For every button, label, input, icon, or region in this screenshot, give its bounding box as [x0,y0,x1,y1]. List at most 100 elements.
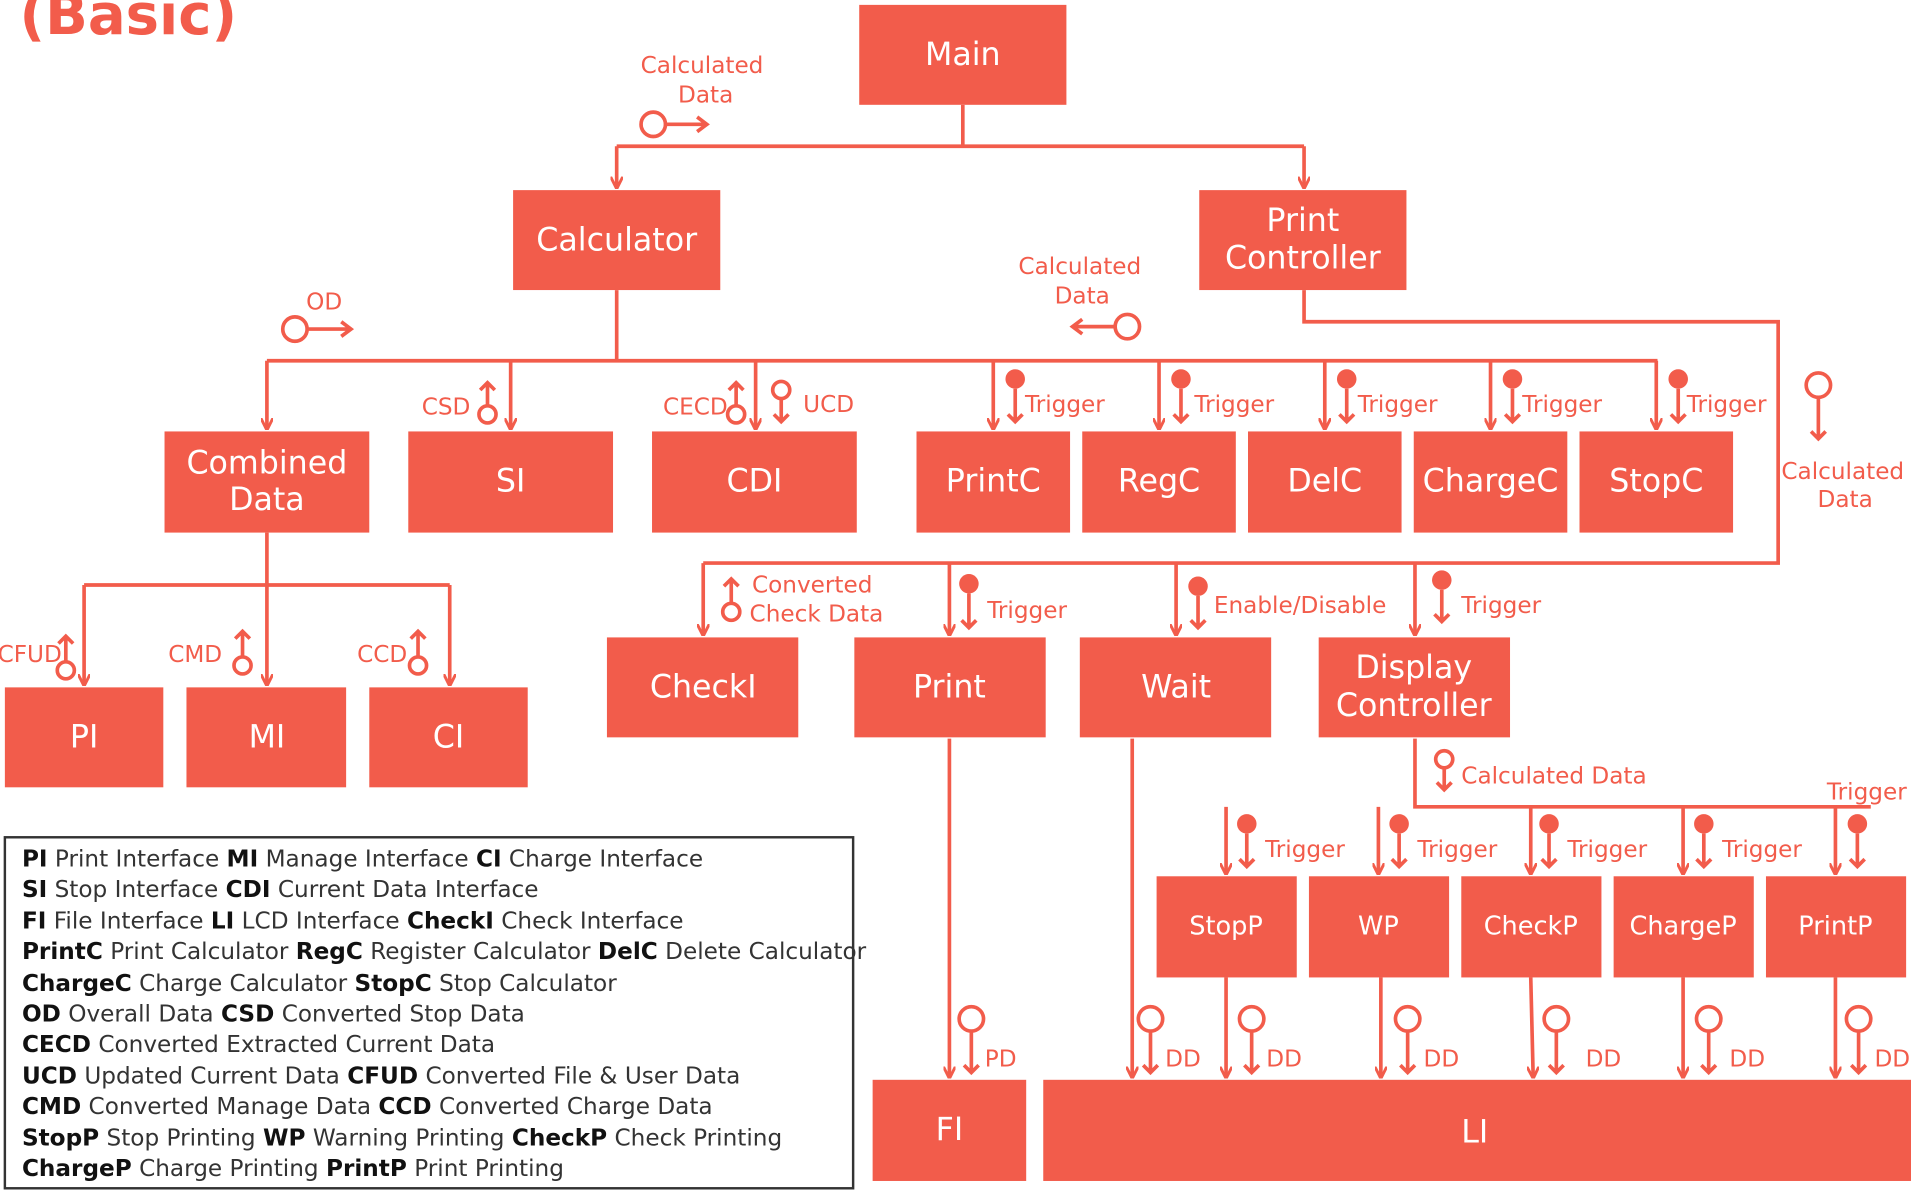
data-couple-icon [407,655,429,676]
control-flag-icon [1502,369,1523,389]
print-controller-bus [703,290,1780,565]
down-arrow-icon [1435,767,1453,793]
control-flag-icon [1668,369,1688,389]
legend-abbreviation: CFUD [347,1062,419,1090]
down-arrow-icon [1849,1031,1868,1076]
label-trigger-chargec: Trigger [1521,392,1602,418]
label-trigger-delc: Trigger [1357,392,1438,418]
control-flag-icon [1389,814,1409,834]
label-calculated-data-right-2: Data [1818,487,1873,513]
legend-definition: LCD Interface [234,907,407,935]
label-pd: PD [985,1046,1017,1072]
module-chargep: ChargeP [1613,876,1754,978]
control-flag-icon [1188,576,1208,596]
legend-abbreviation: OD [21,1000,61,1028]
main-connector [616,104,1305,149]
data-couple-icon [1393,1004,1422,1033]
down-arrow-icon [1540,833,1558,870]
legend-definition: Print Calculator [102,938,296,966]
legend-definition: Converted Stop Data [274,1000,525,1028]
legend-definition: Updated Current Data [76,1062,348,1090]
couple-symbols [55,110,1873,1076]
down-arrow-icon [1547,1031,1565,1076]
down-arrow-icon [1141,1031,1160,1076]
data-couple-icon [770,379,792,401]
down-arrow-icon [772,398,790,425]
label-dd-5: DD [1729,1046,1765,1072]
legend-definition: Check Printing [607,1124,783,1152]
legend-definition: Charge Printing [131,1155,326,1183]
label-trigger-display: Trigger [1460,593,1541,619]
label-cecd: CECD [663,394,728,420]
legend-line: ChargeC Charge Calculator StopC Stop Cal… [22,968,852,999]
legend-abbreviation: PI [21,845,48,873]
legend-abbreviation: CSD [220,1000,275,1028]
legend-abbreviation: RegC [295,938,363,966]
data-couple-icon [1844,1004,1873,1033]
label-converted-check-data-1: Converted [752,572,872,598]
module-fi: FI [872,1079,1027,1181]
legend-abbreviation: PrintC [21,938,103,966]
svg-text:LI: LI [1461,1114,1488,1150]
down-arrow-icon [1172,388,1190,425]
label-calculated-data-mid-1: Calculated [1018,254,1141,280]
legend-abbreviation: ChargeP [21,1155,132,1183]
calculator-bus [266,290,1658,363]
down-arrow-icon [1503,388,1522,425]
down-arrow-icon [1390,833,1408,870]
svg-text:StopP: StopP [1189,911,1263,941]
combined-data-bus [84,532,450,587]
control-flag-icon [1336,369,1357,389]
control-flag-icon [1847,814,1868,834]
module-pi: PI [4,687,164,788]
module-wp: WP [1308,876,1450,978]
legend-abbreviation: MI [226,845,259,873]
svg-text:CI: CI [433,720,464,756]
legend-abbreviation: SI [21,876,48,904]
legend-definition: Converted Manage Data [81,1093,379,1121]
legend-definition: Register Calculator [362,938,598,966]
module-checkp: CheckP [1461,876,1602,978]
label-calculated-data-top-2: Data [678,82,733,108]
legend-line: OD Overall Data CSD Converted Stop Data [22,999,852,1030]
legend-definition: Stop Calculator [431,969,617,997]
data-couple-icon [1542,1004,1571,1033]
down-arrow-icon [962,1031,980,1076]
svg-text:SI: SI [496,464,525,500]
svg-text:RegC: RegC [1118,464,1200,500]
page-title: (Basic) [20,0,238,48]
svg-text:Display: Display [1355,650,1472,686]
svg-text:Data: Data [229,482,305,518]
data-couple-icon [477,404,498,425]
legend-abbreviation: LI [210,907,235,935]
svg-text:StopC: StopC [1609,464,1703,500]
label-calculated-data-mid-2: Data [1055,283,1110,309]
label-trigger-stopc: Trigger [1686,392,1767,418]
legend-line: StopP Stop Printing WP Warning Printing … [22,1123,852,1154]
svg-text:PrintC: PrintC [946,464,1041,500]
svg-text:PI: PI [70,720,98,756]
data-couple-icon [1237,1004,1266,1033]
legend-definition: Charge Interface [501,845,704,873]
label-cmd: CMD [168,642,222,668]
legend-abbreviation: FI [21,907,47,935]
legend-line: PrintC Print Calculator RegC Register Ca… [21,937,866,968]
legend-abbreviation: CCD [378,1093,432,1121]
up-arrow-icon [57,633,75,662]
legend-abbreviation: StopC [354,969,432,997]
svg-text:FI: FI [936,1112,964,1148]
control-flag-icon [1005,369,1025,389]
legend-definition: Converted Extracted Current Data [90,1031,496,1059]
right-arrow-icon [665,115,710,134]
module-li: LI [1043,1079,1911,1181]
data-couple-icon [232,655,253,676]
down-arrow-icon [1399,1031,1417,1076]
legend-abbreviation: CECD [21,1031,91,1059]
left-arrow-icon [1069,317,1116,336]
display-controller-bus [1413,738,1871,809]
legend-line: CMD Converted Manage Data CCD Converted … [22,1092,852,1123]
module-regc: RegC [1082,431,1236,533]
legend-abbreviation: CheckP [511,1124,608,1152]
